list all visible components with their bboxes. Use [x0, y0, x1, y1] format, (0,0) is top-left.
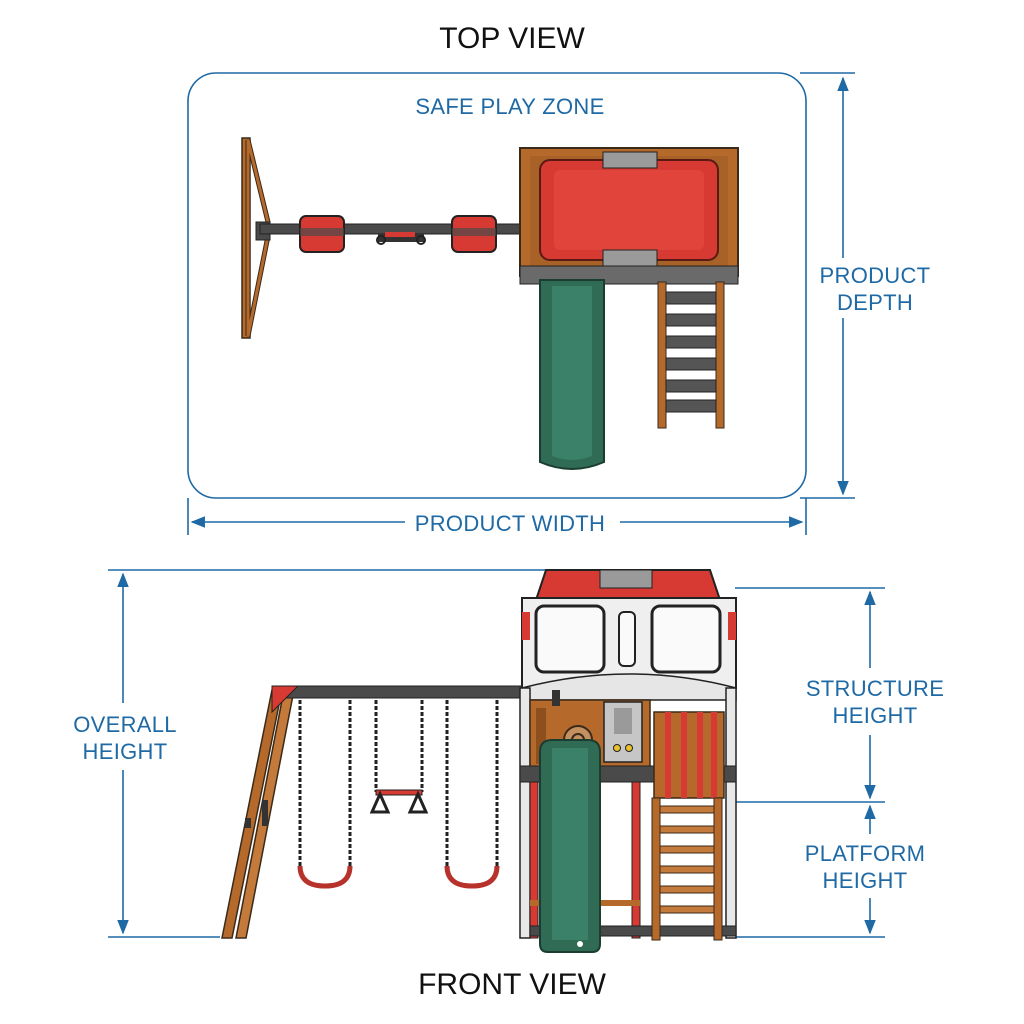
structure-height-line2: HEIGHT [832, 703, 918, 728]
front-trapeze [369, 700, 429, 814]
front-swing-left [297, 700, 353, 889]
front-a-frame [221, 689, 295, 939]
structure-height-label: STRUCTURE HEIGHT [790, 675, 960, 729]
platform-height-label: PLATFORM HEIGHT [780, 840, 950, 894]
overall-height-line2: HEIGHT [82, 739, 168, 764]
top-view [187, 72, 855, 535]
overall-height-label: OVERALL HEIGHT [40, 711, 210, 765]
product-depth-line2: DEPTH [836, 290, 914, 315]
platform-height-line2: HEIGHT [822, 868, 908, 893]
safe-play-zone-label: SAFE PLAY ZONE [415, 94, 605, 119]
platform-height-dimension [735, 804, 885, 938]
top-clubhouse-roof [519, 147, 739, 285]
product-width-dimension [187, 498, 807, 535]
front-view-title: FRONT VIEW [418, 968, 606, 1001]
structure-height-line1: STRUCTURE [805, 676, 945, 701]
front-ladder [651, 797, 723, 941]
front-swing-beam [271, 685, 525, 699]
top-view-title: TOP VIEW [439, 22, 585, 55]
front-swing-right [444, 700, 500, 889]
top-slide [539, 279, 605, 470]
top-trapeze-bar [376, 232, 426, 245]
front-beam-bracket [271, 685, 300, 714]
front-view [108, 569, 885, 953]
safe-play-zone-boundary [187, 72, 807, 499]
front-slide [539, 739, 601, 953]
overall-height-line1: OVERALL [73, 712, 177, 737]
product-depth-label: PRODUCT DEPTH [790, 262, 960, 316]
product-depth-dimension [800, 72, 855, 499]
top-swing-seat-left [299, 215, 345, 253]
product-width-label: PRODUCT WIDTH [414, 511, 606, 536]
overall-height-dimension [108, 569, 545, 938]
structure-height-dimension [735, 587, 885, 803]
front-clubhouse [519, 569, 737, 939]
product-depth-line1: PRODUCT [819, 263, 931, 288]
top-a-frame [241, 137, 271, 339]
top-ladder [657, 281, 725, 429]
top-swing-seat-right [451, 215, 497, 253]
platform-height-line1: PLATFORM [804, 841, 926, 866]
